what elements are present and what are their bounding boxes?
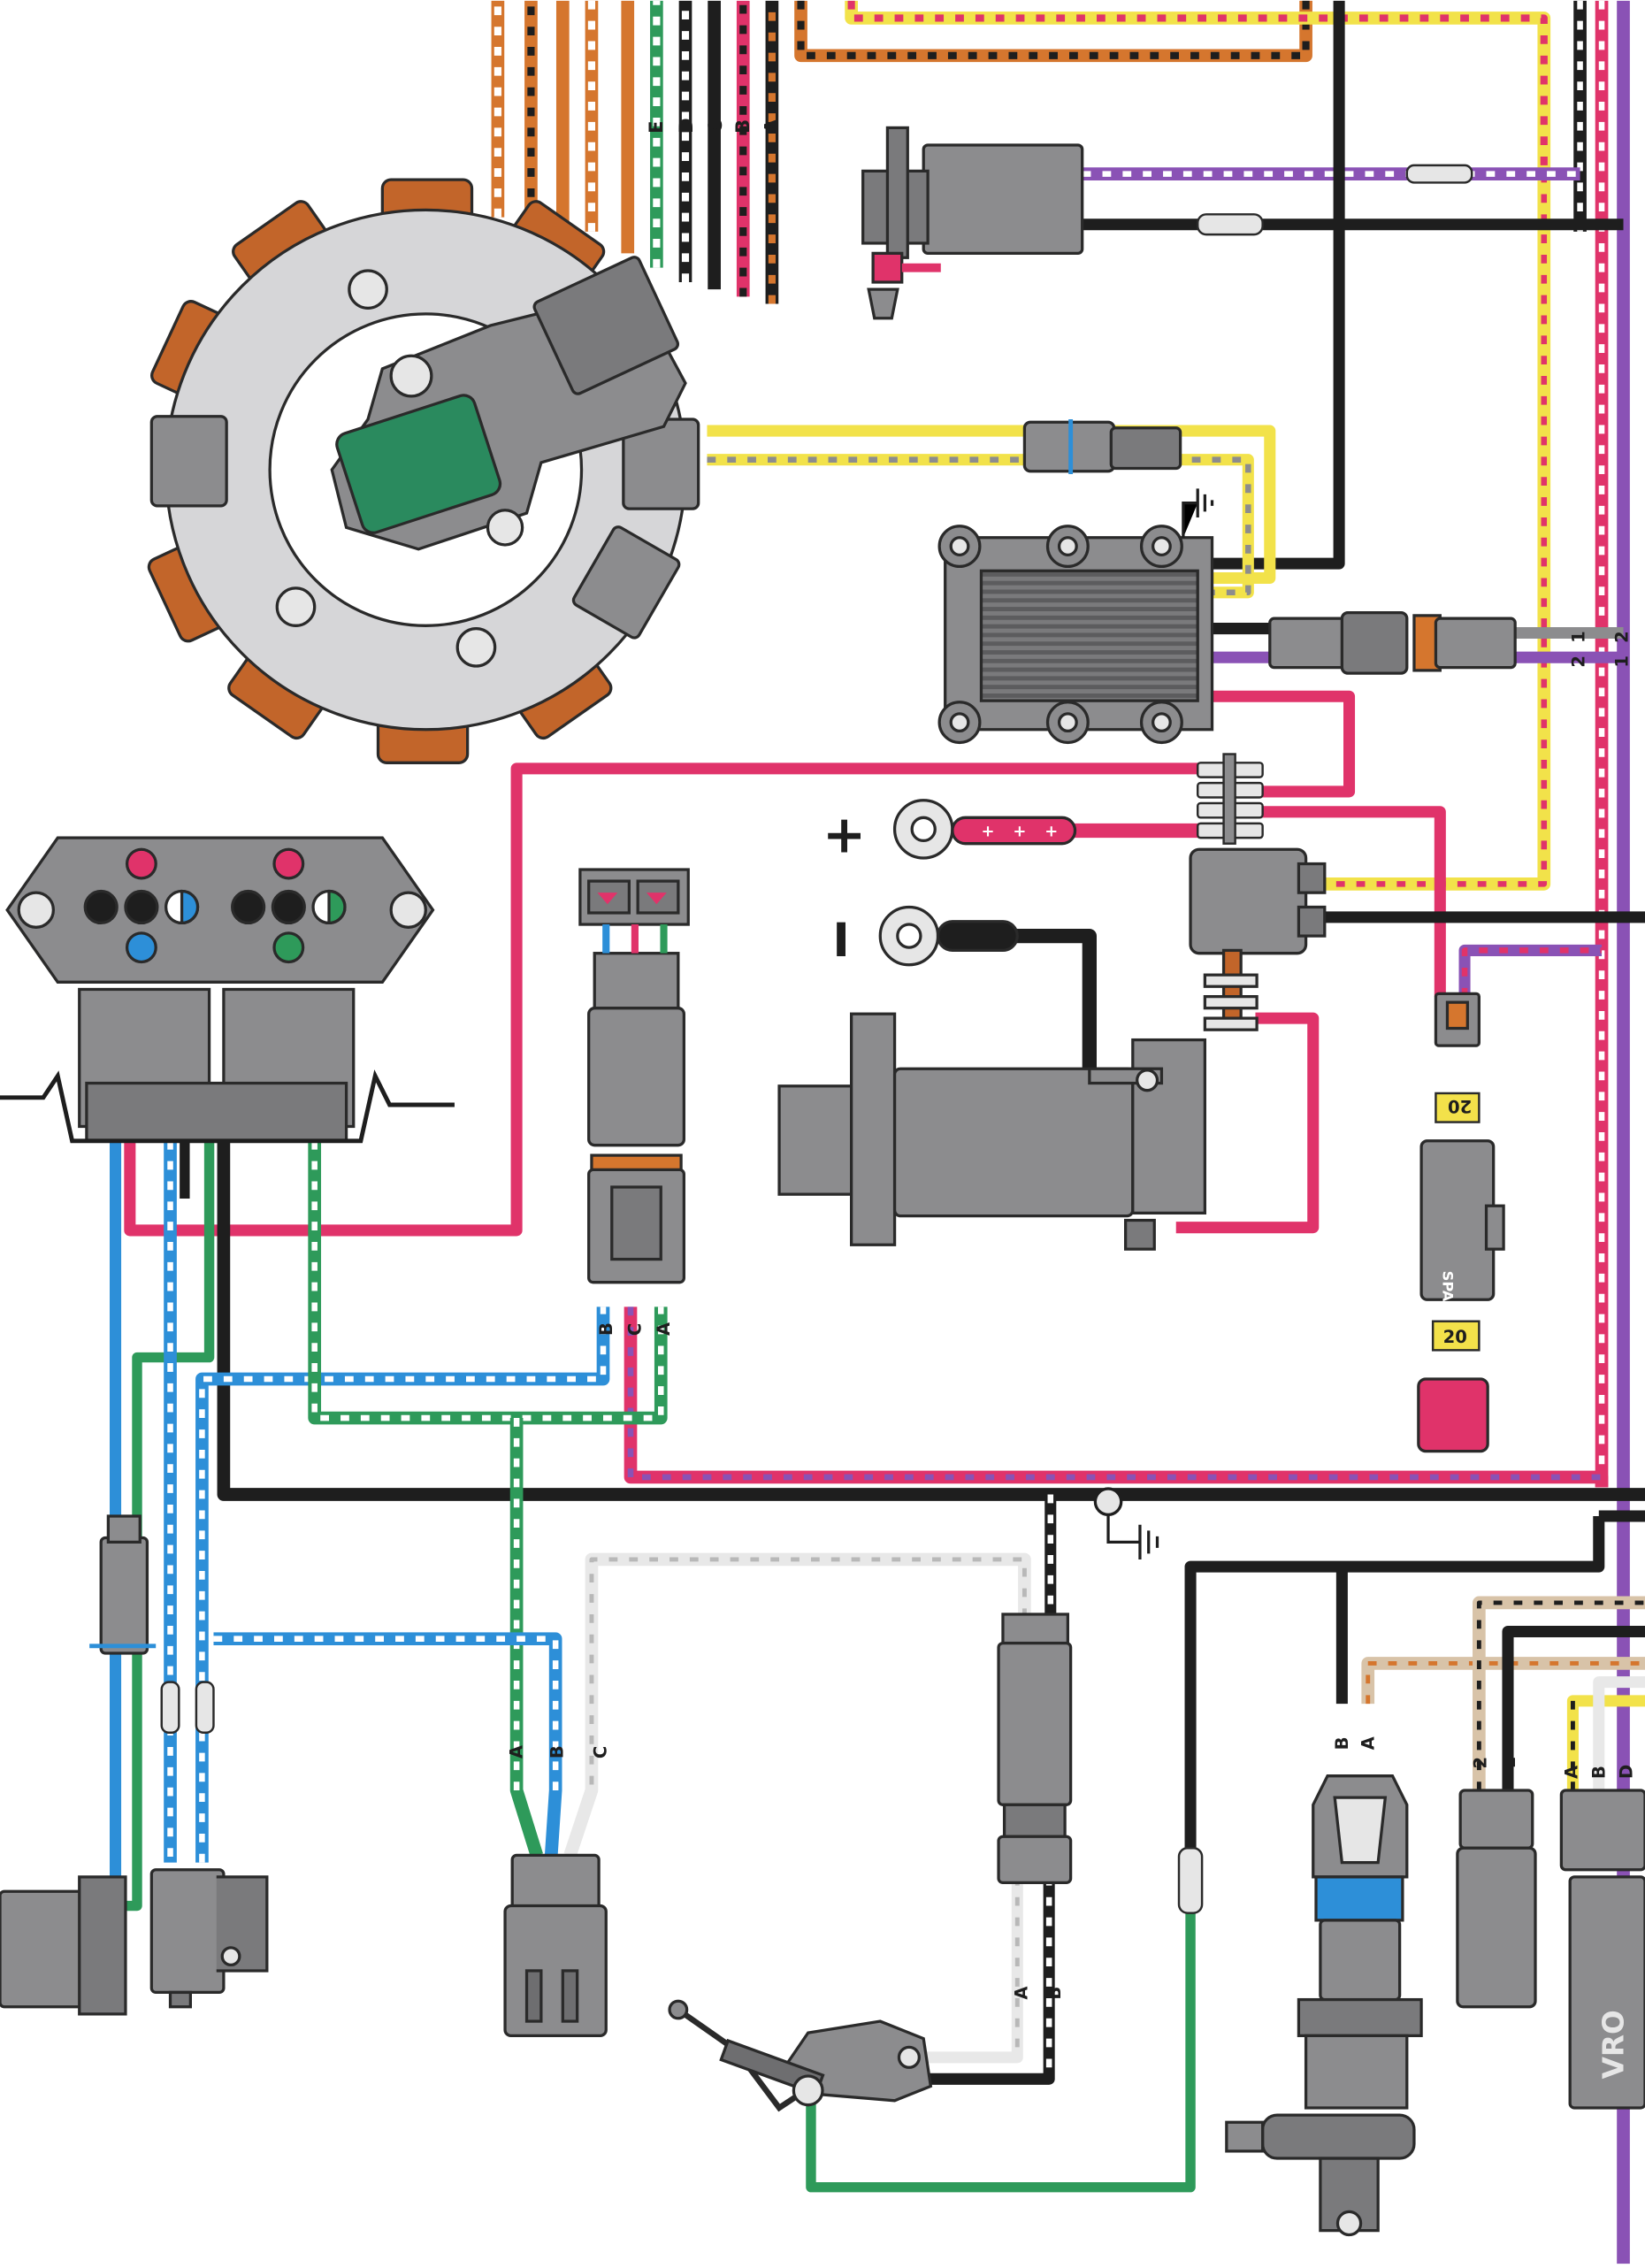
battery-positive-mark: + xyxy=(981,823,994,841)
throttle-pin-label: A xyxy=(1012,1986,1032,2000)
red-main-wire xyxy=(124,762,1205,1237)
stator-pads xyxy=(149,415,700,640)
temp-pin-label: A xyxy=(1358,1735,1378,1750)
stator-pin-label: C xyxy=(705,119,727,134)
starter-motor xyxy=(777,1012,1206,1251)
power-pack-pin-connector xyxy=(1268,611,1517,675)
yellow-wire-connector xyxy=(1022,418,1182,474)
tilt-sender-plug xyxy=(503,1853,608,2037)
trim-pin-label: A xyxy=(654,1322,674,1336)
power-pack-fins xyxy=(979,569,1199,702)
temp-pin-label: B xyxy=(1332,1736,1352,1750)
throttle-sensor-labels: A B xyxy=(1012,1986,1066,2000)
timer-base-module xyxy=(330,256,687,551)
vro-pin-label: D xyxy=(1616,1765,1636,1779)
fuse-top: 20 xyxy=(1435,1092,1480,1123)
fuse-bottom: 20 xyxy=(1431,1320,1480,1352)
battery-negative-terminal xyxy=(878,905,1019,967)
vro-pin-labels: A B D xyxy=(1561,1765,1636,1779)
sensor-black-wire xyxy=(1502,1626,1645,1790)
battery-positive-mark: + xyxy=(1013,823,1026,841)
choke-solenoid xyxy=(861,126,1084,320)
black-ground-top-wire xyxy=(1182,0,1345,570)
battery-negative-sign: I xyxy=(832,915,849,968)
black-ground-bus xyxy=(217,1140,1645,1501)
power-pack-pin-label: 1 xyxy=(1568,631,1588,643)
pin-label: 1 xyxy=(1611,655,1632,668)
ground-symbol-center xyxy=(1093,1487,1159,1559)
oil-sensor-plug xyxy=(0,1875,127,2016)
trim-pin-label: C xyxy=(624,1323,645,1336)
throttle-sensor-wires xyxy=(923,1876,1023,2064)
tilt-pin-label: C xyxy=(590,1746,610,1758)
pin-label: 2 xyxy=(1611,631,1632,643)
trim-plug-labels: B C A xyxy=(596,1322,674,1336)
trim-pin-label: B xyxy=(596,1322,616,1336)
starter-relay xyxy=(1189,847,1327,1031)
fuse-rating-bottom: 20 xyxy=(1443,1327,1467,1347)
power-pack-pin-labels: 1 2 2 1 xyxy=(1568,631,1632,667)
ground-inline-fuse xyxy=(1177,1847,1204,1914)
battery-positive-mark: + xyxy=(1044,823,1058,841)
main-harness-connector xyxy=(0,836,455,1144)
top-orange-black-wire xyxy=(794,0,1312,63)
vro-pin-label: B xyxy=(1588,1766,1609,1779)
tilt-blue-white-wire xyxy=(213,1632,562,1856)
vro-white-wire xyxy=(1593,1676,1645,1790)
stator-connector-labels: E D C B A xyxy=(646,118,784,134)
tilt-sender-labels: A B C xyxy=(507,1744,611,1758)
purple-red-fuse-wire xyxy=(1458,944,1603,997)
temp-sensor-labels: B A xyxy=(1332,1735,1378,1750)
stator-output-wires xyxy=(491,0,779,304)
temperature-sensor xyxy=(1225,1774,1423,2237)
black-right-vertical xyxy=(1184,1516,1605,1863)
sensor-2-1-labels: 2 1 xyxy=(1471,1757,1520,1769)
stator-pin-label: A xyxy=(761,119,783,134)
red-fuse-wire xyxy=(1255,806,1446,997)
left-inline-connector xyxy=(89,1514,157,1655)
stator-assembly xyxy=(147,178,700,764)
stator-pin-label: E xyxy=(646,120,668,133)
fuse-holder xyxy=(1419,992,1505,1301)
power-pack xyxy=(937,525,1214,745)
blue-white-trim-wire xyxy=(195,1306,610,1863)
battery-positive-marks: + + + xyxy=(981,823,1058,841)
green-sensor-module xyxy=(335,394,502,534)
battery-positive-terminal xyxy=(892,799,1077,860)
fuse-cap xyxy=(1417,1377,1489,1453)
choke-connector-caps xyxy=(1196,164,1473,236)
stator-yellow-wire-1 xyxy=(707,425,1276,584)
red-power-pack-wire xyxy=(1212,690,1356,798)
stator-pin-label: D xyxy=(676,118,698,134)
sensor-pin-label: 1 xyxy=(1499,1757,1519,1769)
throttle-position-sensor xyxy=(668,1999,933,2112)
vro-plug xyxy=(1559,1789,1645,2110)
tilt-white-wire xyxy=(563,1552,1031,1858)
fuel-sensor-plug xyxy=(149,1868,269,2009)
vro-label: VRO xyxy=(1597,2010,1631,2079)
wiring-harness xyxy=(101,0,1645,2264)
green-ground-wire xyxy=(806,1905,1196,2193)
throttle-sensor-connector xyxy=(997,1613,1073,1885)
fuse-rating-top: 20 xyxy=(1448,1096,1472,1116)
tilt-pin-label: B xyxy=(547,1745,567,1758)
stator-pin-label: B xyxy=(732,119,754,134)
ground-symbol-top xyxy=(1182,488,1214,538)
trim-connector-stack xyxy=(578,868,690,1284)
spare-label: SPARE xyxy=(1440,1271,1457,1322)
terminal-block xyxy=(1196,753,1264,845)
power-pack-pin-label: 2 xyxy=(1568,655,1588,668)
sensor-pin-label: 2 xyxy=(1471,1757,1491,1769)
trim-connector-wires xyxy=(602,924,668,954)
sensor-2-1-plug xyxy=(1456,1789,1537,2009)
vro-pin-label: A xyxy=(1561,1765,1581,1779)
left-inline-fuses xyxy=(160,1681,215,1734)
negative-battery-cable xyxy=(1010,928,1140,1088)
red-starter-wire xyxy=(1175,1012,1320,1234)
tilt-pin-label: A xyxy=(507,1744,527,1758)
throttle-pin-label: B xyxy=(1044,1987,1065,2000)
battery-positive-sign: + xyxy=(822,803,866,864)
